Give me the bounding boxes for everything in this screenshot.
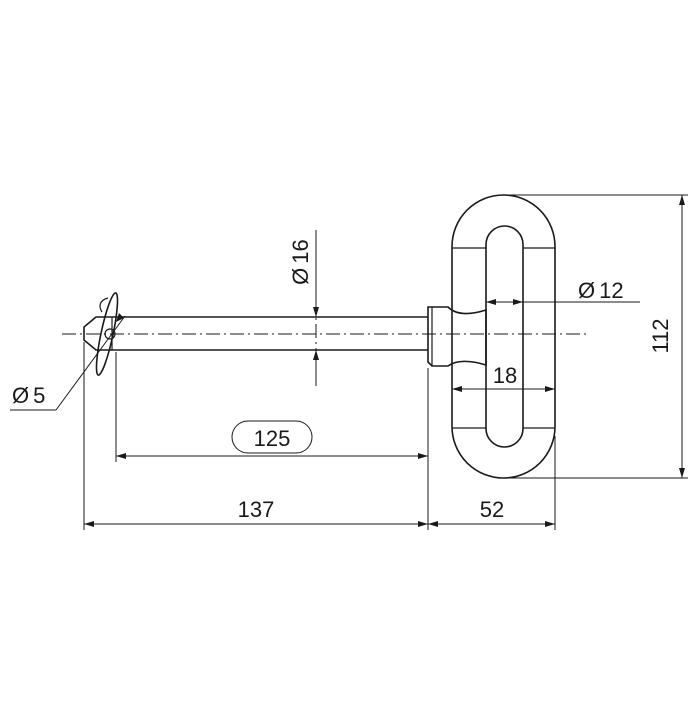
handle-inner-width-label: 18 (493, 363, 517, 388)
dim-handle-inner-width: 18 (452, 363, 555, 392)
hole-diameter-value: 5 (33, 383, 45, 408)
clip-ring (95, 292, 119, 376)
leader-arrow (116, 313, 124, 322)
dim-pin-diameter: Ø 16 (288, 230, 319, 386)
diameter-symbol: Ø (288, 268, 313, 285)
handle-rod-diameter-value: 12 (599, 278, 623, 303)
dim-overall-length: 137 (83, 342, 428, 530)
dim-handle-height: 112 (505, 194, 688, 479)
pin-diameter-value: 16 (288, 239, 313, 263)
dim-pin-length: 125 (115, 352, 429, 462)
pin-diameter-label: Ø 16 (288, 239, 313, 285)
handle-width-label: 52 (480, 497, 504, 522)
reference-dimension-frame (231, 420, 313, 454)
diameter-symbol: Ø (12, 383, 29, 408)
pin-length-label: 125 (254, 426, 291, 451)
leader-line (55, 315, 126, 411)
handle-loop (451, 194, 556, 479)
overall-length-label: 137 (238, 497, 275, 522)
handle-outer-contour (451, 194, 556, 479)
clip-bend (99, 297, 109, 313)
dim-handle-width: 52 (427, 436, 556, 530)
collar-body (427, 306, 487, 367)
handle-height-label: 112 (648, 318, 673, 353)
spring-clip (95, 292, 119, 376)
handle-inner-contour (485, 225, 524, 448)
pin-collar (427, 306, 487, 367)
diameter-symbol: Ø (578, 278, 595, 303)
